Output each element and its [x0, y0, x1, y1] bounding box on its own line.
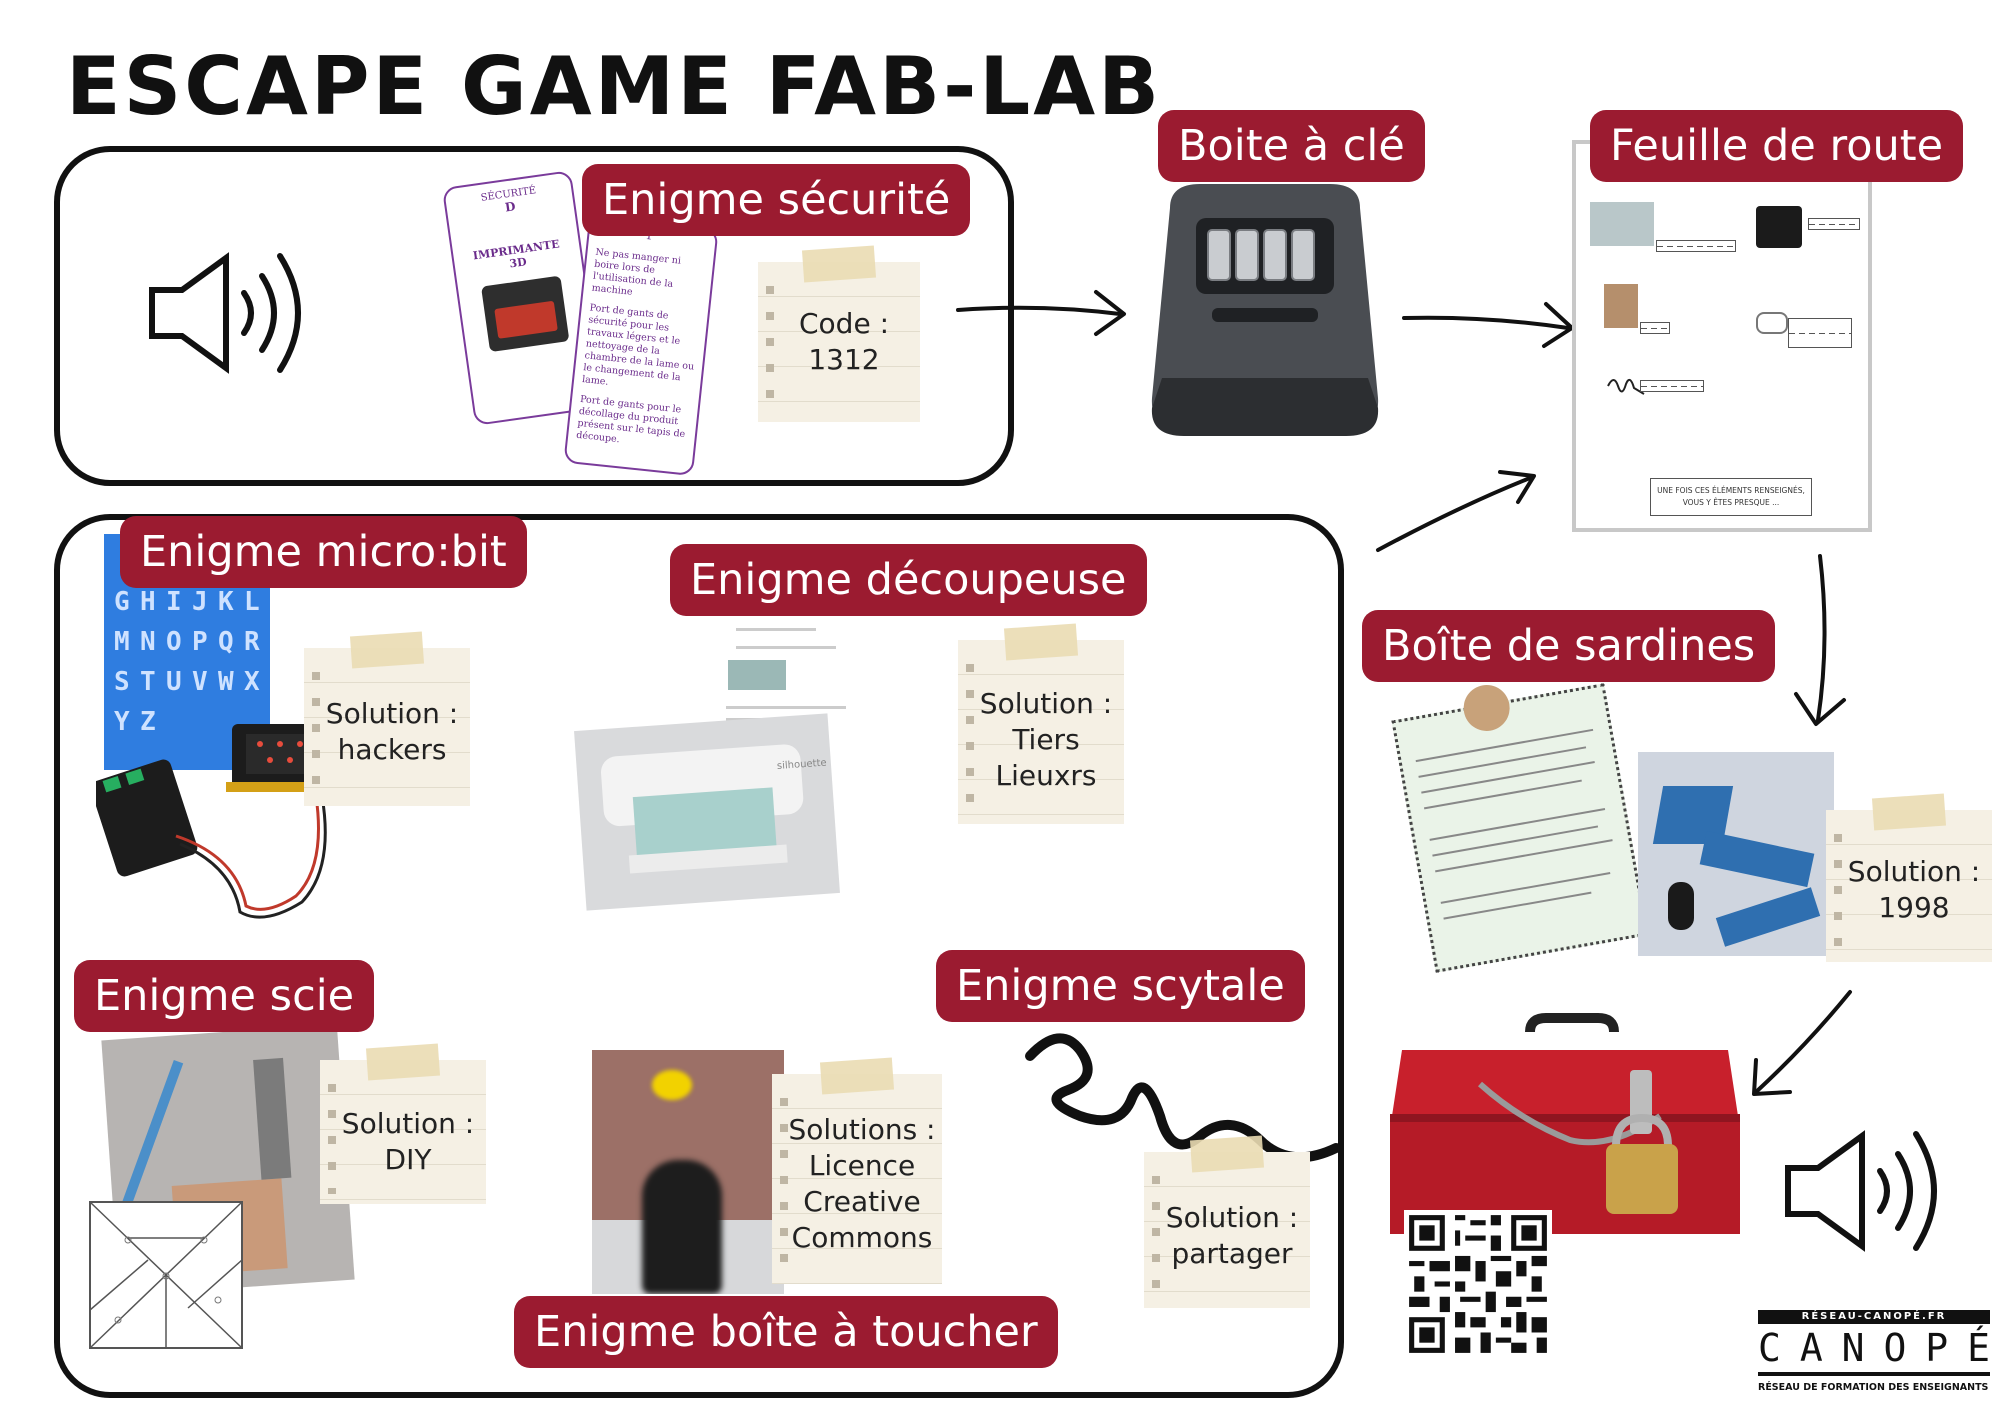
- note-value-1: Licence: [808, 1149, 916, 1182]
- note-scytale: Solution : partager: [1144, 1135, 1310, 1308]
- sardines-document: [1391, 681, 1649, 973]
- note-label: Code :: [798, 307, 889, 340]
- tag-feuille-de-route: Feuille de route: [1590, 110, 1964, 182]
- blank-5: [1640, 380, 1704, 392]
- letter: M: [114, 627, 130, 657]
- canope-letter: P: [1925, 1326, 1949, 1370]
- key-box-icon: [1151, 184, 1379, 436]
- feuille-microbit: [1756, 206, 1802, 248]
- note-value: partager: [1171, 1237, 1293, 1270]
- note-label: Solution :: [1847, 855, 1981, 888]
- letter: O: [166, 627, 182, 657]
- boite-toucher-photo: [592, 1050, 784, 1294]
- letter: Z: [140, 707, 156, 737]
- note-label: Solution :: [979, 687, 1113, 720]
- note-value-2: Lieuxrs: [995, 759, 1097, 792]
- feuille-hand: [1756, 312, 1788, 334]
- canope-logo: RÉSEAU-CANOPÉ.FR C A N O P É RÉSEAU DE F…: [1758, 1310, 1990, 1398]
- qr-code-icon: [1404, 1210, 1552, 1358]
- tag-boite-cle: Boite à clé: [1158, 110, 1425, 182]
- letter: T: [140, 667, 156, 697]
- letter: P: [192, 627, 208, 657]
- note-scie: Solution : DIY: [320, 1043, 486, 1204]
- canope-wordmark: C A N O P É: [1758, 1324, 1990, 1376]
- letter: V: [192, 667, 208, 697]
- qr-code-graphic: [1409, 1215, 1547, 1353]
- note-label: Solution :: [325, 697, 459, 730]
- letters-grid: G H I J K L M N O P Q R S T U V W X Y Z: [114, 582, 270, 742]
- puzzles-frame: [54, 514, 1344, 1398]
- speaker-icon: [149, 252, 301, 374]
- blank-4: [1788, 318, 1852, 348]
- letter: S: [114, 667, 130, 697]
- feuille-footer: UNE FOIS CES ÉLÉMENTS RENSEIGNÉS, VOUS Y…: [1650, 478, 1812, 516]
- letter: Y: [114, 707, 130, 737]
- tag-enigme-scytale: Enigme scytale: [936, 950, 1305, 1022]
- scytale-squiggle-icon: [1025, 1033, 1340, 1163]
- blank-3: [1640, 322, 1670, 334]
- letter: U: [166, 667, 182, 697]
- blank-1: [1656, 240, 1736, 252]
- sardines-photo: [1638, 752, 1834, 956]
- letter: K: [218, 587, 234, 617]
- speaker-icon: [1785, 1130, 1937, 1252]
- feuille-squiggle: [1607, 378, 1645, 395]
- canope-letter: O: [1883, 1326, 1907, 1370]
- letter: R: [244, 627, 260, 657]
- feuille-photo-1: [1590, 202, 1654, 246]
- letter: H: [140, 587, 156, 617]
- decoupeuse-machine-photo: silhouette: [574, 713, 840, 911]
- tangram-icon: [89, 1201, 243, 1349]
- canope-letter: N: [1841, 1326, 1865, 1370]
- note-microbit: Solution : hackers: [304, 631, 470, 806]
- tag-boite-sardines: Boîte de sardines: [1362, 610, 1776, 682]
- letter: L: [244, 587, 260, 617]
- canope-letter: C: [1758, 1326, 1781, 1370]
- note-securite: Code : 1312: [758, 245, 920, 422]
- tag-enigme-microbit: Enigme micro:bit: [120, 516, 527, 588]
- note-value-2: Creative: [803, 1185, 921, 1218]
- note-sardines: Solution : 1998: [1826, 793, 1992, 962]
- canope-subtitle: RÉSEAU DE FORMATION DES ENSEIGNANTS: [1758, 1382, 1989, 1393]
- note-value: 1998: [1878, 891, 1950, 924]
- tag-enigme-decoupeuse: Enigme découpeuse: [670, 544, 1147, 616]
- tag-enigme-boite-toucher: Enigme boîte à toucher: [514, 1296, 1058, 1368]
- canope-letter: A: [1799, 1326, 1823, 1370]
- letter: X: [244, 667, 260, 697]
- note-value: hackers: [337, 733, 447, 766]
- note-value: 1312: [808, 343, 880, 376]
- note-value-3: Commons: [791, 1221, 933, 1254]
- note-label: Solutions :: [788, 1113, 936, 1146]
- blank-2: [1808, 218, 1860, 230]
- letter: J: [192, 587, 208, 617]
- tag-enigme-scie: Enigme scie: [74, 960, 375, 1032]
- note-value-1: Tiers: [1012, 723, 1080, 756]
- letter: I: [166, 587, 182, 617]
- note-toucher: Solutions : Licence Creative Commons: [772, 1057, 942, 1284]
- note-decoupeuse: Solution : Tiers Lieuxrs: [958, 623, 1124, 824]
- letter: W: [218, 667, 234, 697]
- letter: N: [140, 627, 156, 657]
- feuille-de-route-document: UNE FOIS CES ÉLÉMENTS RENSEIGNÉS, VOUS Y…: [1572, 140, 1872, 532]
- letter: Q: [218, 627, 234, 657]
- page-title: ESCAPE GAME FAB-LAB: [66, 40, 1163, 133]
- decoupeuse-brand: silhouette: [776, 757, 827, 772]
- canope-letter: É: [1967, 1326, 1990, 1370]
- feuille-photo-2: [1604, 284, 1638, 328]
- decoupeuse-document: [722, 624, 862, 724]
- note-label: Solution :: [1165, 1201, 1299, 1234]
- note-label: Solution :: [341, 1107, 475, 1140]
- security-frame: [54, 146, 1014, 486]
- tag-enigme-securite: Enigme sécurité: [582, 164, 971, 236]
- letter: G: [114, 587, 130, 617]
- note-value: DIY: [384, 1143, 432, 1176]
- canope-url: RÉSEAU-CANOPÉ.FR: [1758, 1310, 1990, 1324]
